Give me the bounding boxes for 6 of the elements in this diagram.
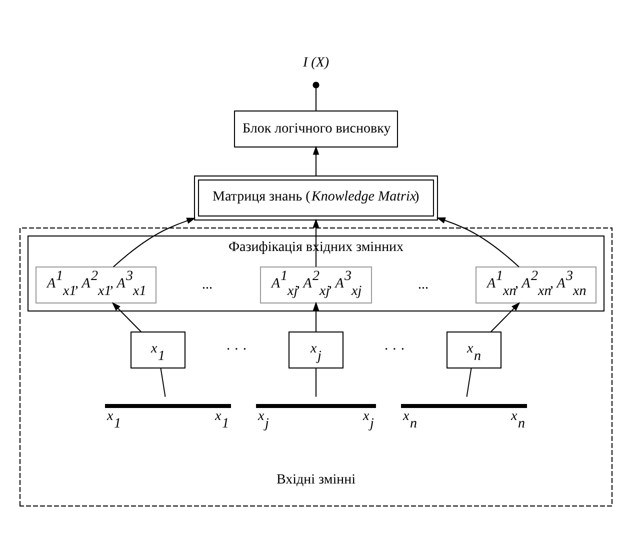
label: ... — [202, 277, 212, 292]
node-text: I (X) — [303, 55, 330, 70]
label: ... — [418, 277, 428, 292]
label: · · · — [226, 342, 247, 358]
label: Вхідні змінні — [276, 472, 356, 488]
label: · · · — [384, 342, 405, 358]
